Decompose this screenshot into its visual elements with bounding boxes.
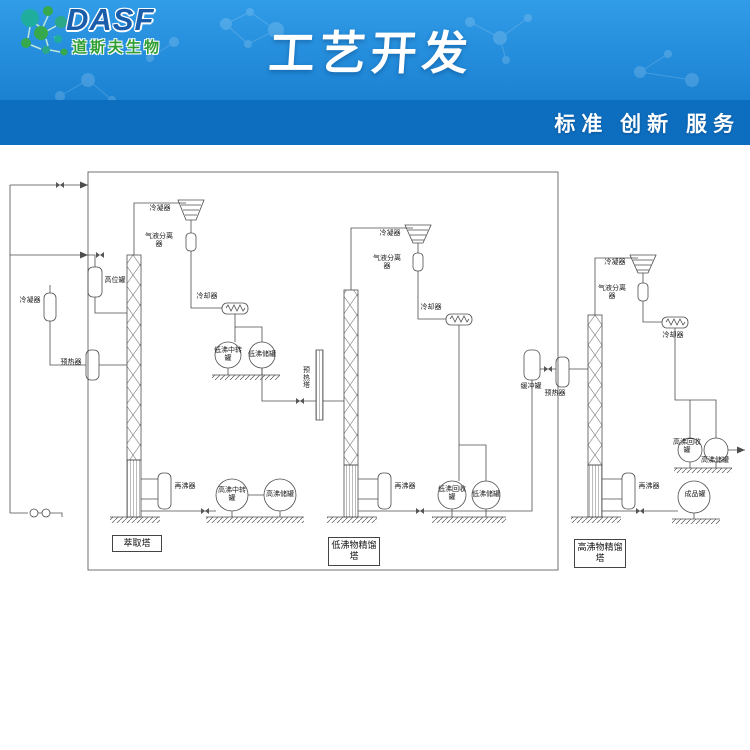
tower3-name-box: 高沸物精馏塔 (574, 539, 626, 568)
s1-left-condenser-label: 冷凝器 (19, 297, 41, 304)
tower2-sump (343, 464, 359, 518)
s1-high-boil-storage-tank-label: 高沸储罐 (266, 491, 294, 498)
page-title: 工艺开发 (267, 27, 475, 79)
s3-condenser-shape (629, 254, 657, 274)
s1-separator-label: 气液分离器 (145, 233, 173, 249)
brand-subtitle: 道斯夫生物 (72, 39, 163, 56)
s2-low-boil-recovery-tank-label: 低沸回收罐 (438, 486, 466, 502)
header-substrip: 标准 创新 服务 (0, 100, 750, 145)
s2-reboiler-label: 再沸器 (394, 483, 416, 490)
tower3-packing (587, 314, 603, 466)
s2-condenser-label: 冷凝器 (379, 230, 401, 237)
low-boiler-tower-system (327, 224, 533, 523)
brand-name: DASF (66, 2, 155, 37)
s3-high-boil-recovery-tank-label: 高沸回收罐 (673, 439, 701, 455)
diagram-frame (87, 171, 559, 571)
s1-separator-shape (185, 232, 197, 252)
high-boiler-tower-system (523, 254, 745, 524)
s3-preheater-label: 预热器 (544, 390, 566, 397)
s3-buffer-tank-shape (523, 349, 541, 381)
process-flow-diagram: 冷凝器 气液分离器 高位罐 冷凝器 预热器 冷却器 低沸中转罐 低沸储罐 再沸器… (0, 145, 750, 750)
s1-reboiler-shape (157, 472, 172, 510)
s3-preheater-shape (555, 356, 570, 388)
s1-left-condenser-shape (43, 292, 57, 322)
s3-reboiler-shape (621, 472, 636, 510)
tower2-name-box: 低沸物精馏塔 (328, 537, 380, 566)
s2-cooler-shape (445, 313, 473, 326)
s3-separator-shape (637, 282, 649, 302)
tagline: 标准 创新 服务 (554, 112, 740, 136)
tower3-sump (587, 464, 603, 518)
extraction-tower-system (43, 199, 344, 523)
s1-low-boil-storage-tank-label: 低沸储罐 (248, 351, 276, 358)
s1-cooler-label: 冷却器 (196, 293, 218, 300)
s1-low-boil-transfer-tank-label: 低沸中转罐 (214, 347, 242, 363)
s3-cooler-shape (661, 316, 689, 329)
feed-arrows (80, 181, 745, 454)
s1-cooler-shape (221, 302, 249, 315)
s3-condenser-label: 冷凝器 (604, 259, 626, 266)
tower1-sump (126, 459, 142, 518)
s2-cooler-label: 冷却器 (420, 304, 442, 311)
s1-high-boil-transfer-tank-label: 高沸中转罐 (218, 487, 246, 503)
logo-molecule-icon (21, 6, 68, 56)
mid-preheat-tower-label: 预热塔 (303, 367, 310, 390)
valve-symbols (56, 182, 644, 514)
tower1-name-box: 萃取塔 (112, 535, 162, 553)
s1-head-tank-shape (87, 266, 103, 298)
s3-cooler-label: 冷却器 (662, 332, 684, 339)
s2-low-boil-storage-tank-label: 低沸储罐 (472, 491, 500, 498)
mid-preheat-tower (315, 349, 324, 421)
s3-buffer-tank-label: 缓冲罐 (520, 383, 542, 390)
s1-reboiler-label: 再沸器 (174, 483, 196, 490)
feed-lines (9, 184, 88, 518)
tower2-packing (343, 289, 359, 466)
s1-condenser-shape (177, 199, 205, 221)
s2-reboiler-shape (377, 472, 392, 510)
tower1-packing (126, 254, 142, 461)
s1-condenser-label: 冷凝器 (149, 205, 171, 212)
header-banner: DASF 道斯夫生物 工艺开发 标准 创新 服务 (0, 0, 750, 145)
s3-reboiler-label: 再沸器 (638, 483, 660, 490)
s3-product-tank-label: 成品罐 (684, 491, 706, 498)
s1-preheater-label: 预热器 (60, 359, 82, 366)
pfd-linework (9, 171, 745, 571)
s2-separator-shape (412, 252, 424, 272)
s2-separator-label: 气液分离器 (373, 255, 401, 271)
s3-high-boil-storage-tank-label: 高沸储罐 (701, 457, 729, 464)
logo: DASF 道斯夫生物 (6, 2, 196, 68)
s2-condenser-shape (404, 224, 432, 244)
s1-head-tank-label: 高位罐 (104, 277, 126, 284)
s3-separator-label: 气液分离器 (598, 285, 626, 301)
